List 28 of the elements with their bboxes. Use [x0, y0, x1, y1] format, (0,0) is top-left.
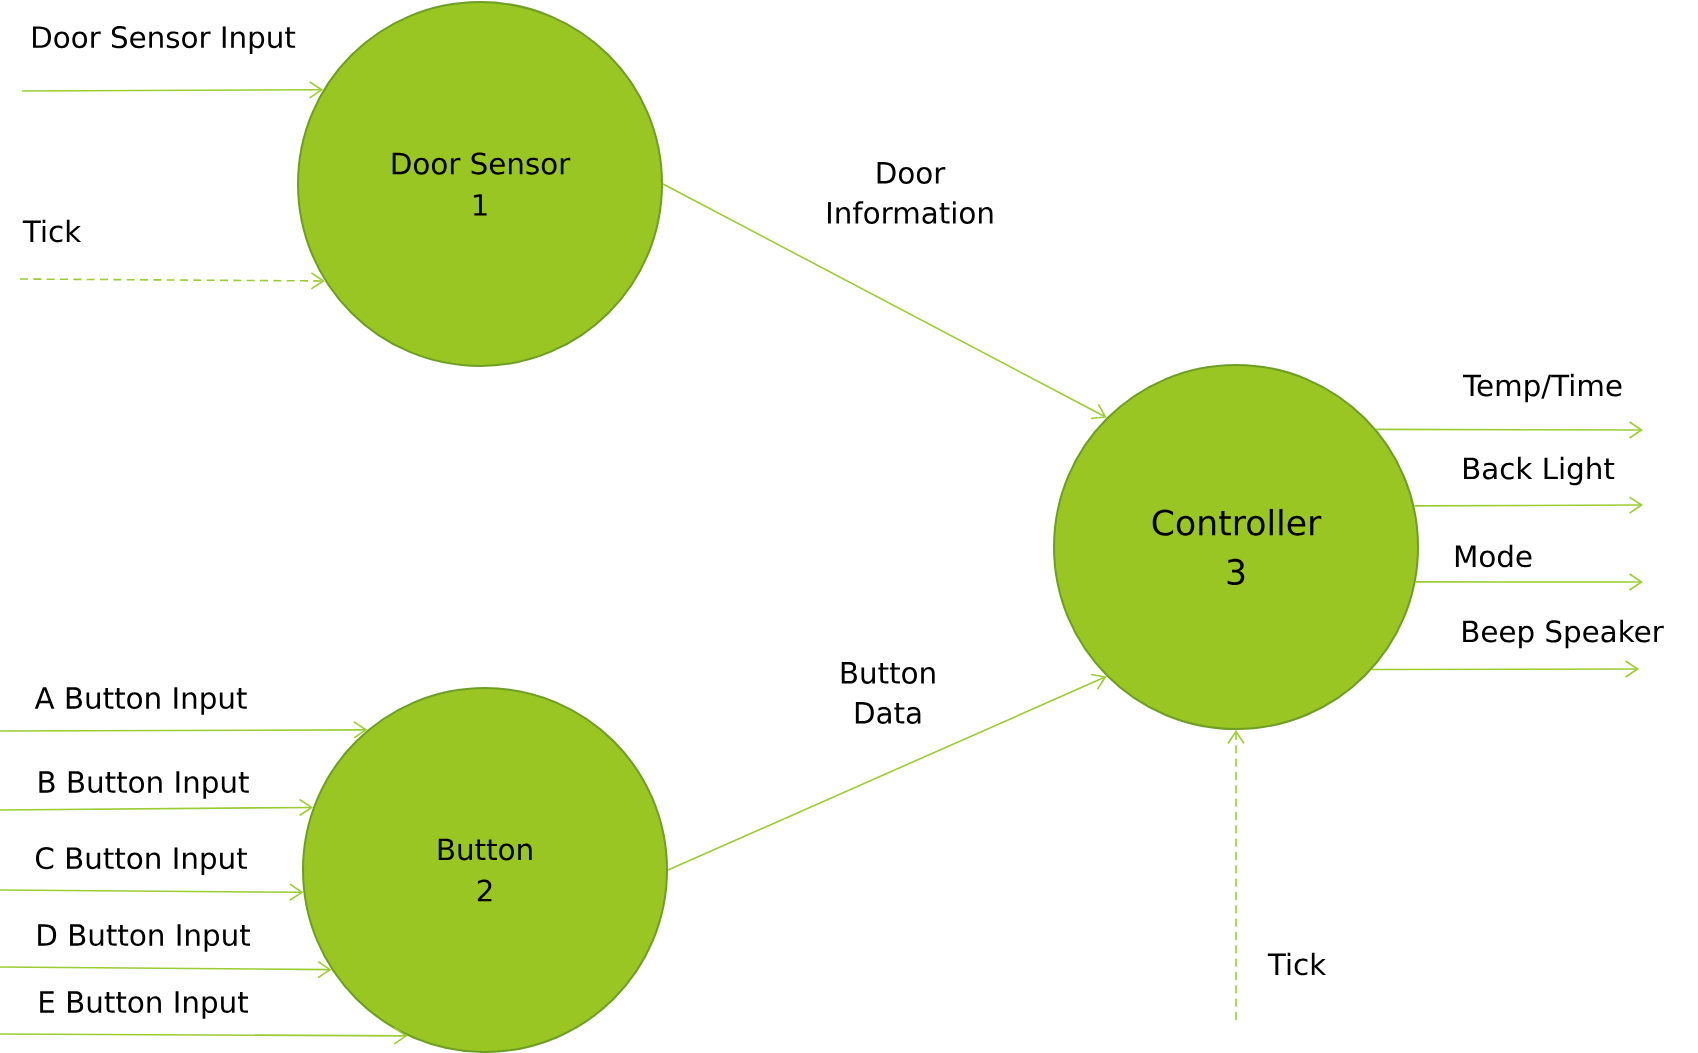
arrow — [0, 721, 368, 739]
arrow — [1227, 730, 1245, 1021]
edge-label: Mode — [1455, 544, 1532, 568]
arrow — [0, 1027, 408, 1045]
edge-label: E Button Input — [40, 991, 248, 1019]
edge-label: Door Sensor Input — [33, 26, 296, 54]
arrow — [19, 272, 325, 290]
edge-label: B Button Input — [39, 771, 249, 799]
edge-label: Beep Speaker — [1463, 619, 1664, 649]
edge-label: Tick — [22, 219, 82, 243]
arrow — [667, 673, 1107, 871]
arrow — [1371, 660, 1640, 678]
edge-label: Temp/Time — [1463, 373, 1622, 403]
arrow — [0, 798, 314, 817]
edge-label: Back Light — [1464, 456, 1615, 486]
arrow — [21, 81, 324, 99]
arrow — [1375, 421, 1644, 439]
edge-label: Button Data — [841, 662, 935, 724]
arrow — [1413, 496, 1644, 514]
edge-label: D Button Input — [38, 924, 251, 952]
edge-label: Door Information — [828, 162, 993, 224]
arrow — [0, 883, 304, 901]
edge-label: A Button Input — [34, 687, 247, 715]
arrow — [0, 960, 332, 979]
arrow — [1414, 573, 1644, 591]
edge-label: Tick — [1267, 952, 1327, 976]
edge-label: C Button Input — [36, 847, 247, 875]
arrow — [662, 183, 1107, 420]
